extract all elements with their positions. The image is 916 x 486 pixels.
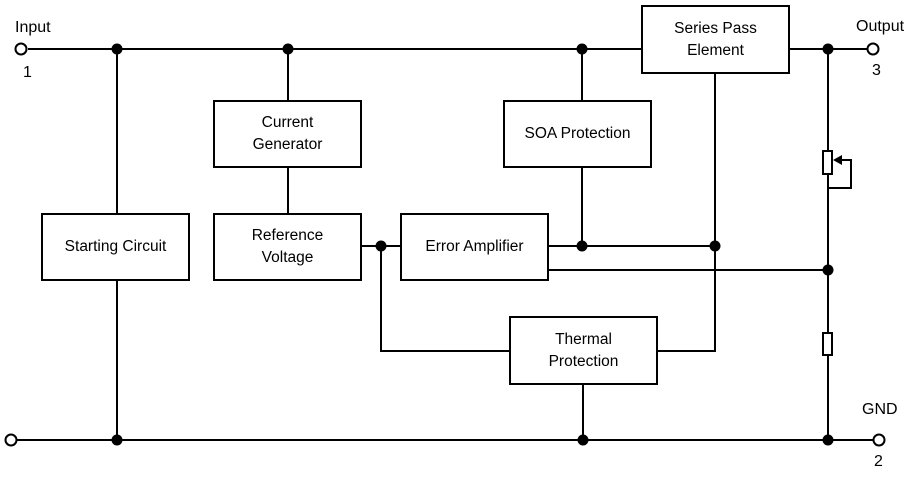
wire-wiper-vertical bbox=[850, 159, 852, 189]
junction-dot bbox=[111, 43, 123, 55]
potentiometer-symbol bbox=[822, 150, 833, 175]
input-terminal bbox=[14, 42, 28, 56]
output-terminal bbox=[866, 42, 880, 56]
wire-output-rail-upper bbox=[827, 48, 829, 151]
wire-wiper-return bbox=[828, 187, 852, 189]
block-starting-circuit: Starting Circuit bbox=[41, 213, 190, 281]
block-label: Reference Voltage bbox=[251, 227, 324, 266]
wire-thermal-right-link bbox=[656, 350, 716, 352]
ground-pin-number: 2 bbox=[874, 453, 883, 470]
wire-output-rail-middle bbox=[827, 173, 829, 333]
junction-dot bbox=[375, 240, 387, 252]
block-thermal-protection: Thermal Protection bbox=[509, 316, 658, 385]
wire-feedback-line bbox=[549, 269, 829, 271]
junction-dot bbox=[709, 240, 721, 252]
wire-output-rail-lower bbox=[827, 355, 829, 440]
wire-current-generator-reference bbox=[287, 167, 289, 214]
wire-series-pass-down bbox=[714, 73, 716, 352]
block-series-pass-element: Series Pass Element bbox=[641, 5, 790, 74]
junction-dot bbox=[822, 264, 834, 276]
junction-dot bbox=[822, 43, 834, 55]
block-label: Starting Circuit bbox=[64, 238, 167, 255]
wire-thermal-left-link bbox=[380, 350, 510, 352]
wire-error-amp-output-node bbox=[549, 245, 716, 247]
block-label: Current Generator bbox=[252, 114, 323, 153]
input-label: Input bbox=[15, 19, 51, 36]
ground-terminal bbox=[872, 433, 886, 447]
block-error-amplifier: Error Amplifier bbox=[400, 213, 549, 281]
wire-bottom-rail bbox=[17, 439, 873, 441]
junction-dot bbox=[576, 43, 588, 55]
block-label: Error Amplifier bbox=[425, 238, 524, 255]
output-label: Output bbox=[856, 18, 905, 35]
wire-current-generator-top bbox=[287, 48, 289, 101]
junction-dot bbox=[111, 434, 123, 446]
ground-label: GND bbox=[862, 401, 898, 418]
junction-dot bbox=[282, 43, 294, 55]
wire-starting-circuit-bottom bbox=[116, 280, 118, 440]
bottom-left-terminal bbox=[4, 433, 18, 447]
block-label: Series Pass Element bbox=[674, 19, 757, 59]
wire-top-rail-left bbox=[28, 48, 643, 50]
block-reference-voltage: Reference Voltage bbox=[213, 213, 362, 281]
wiper-arrow-icon bbox=[833, 155, 842, 165]
wire-soa-top bbox=[581, 48, 583, 101]
block-soa-protection: SOA Protection bbox=[503, 100, 652, 168]
input-pin-number: 1 bbox=[23, 64, 32, 81]
resistor-symbol bbox=[822, 332, 833, 356]
block-label: SOA Protection bbox=[524, 125, 631, 142]
junction-dot bbox=[822, 434, 834, 446]
wire-wiper-horizontal bbox=[840, 159, 852, 161]
output-pin-number: 3 bbox=[872, 62, 881, 79]
block-label: Thermal Protection bbox=[548, 330, 619, 370]
wire-starting-circuit-top bbox=[116, 48, 118, 214]
junction-dot bbox=[577, 434, 589, 446]
wire-reference-thermal-vertical bbox=[380, 245, 382, 352]
block-current-generator: Current Generator bbox=[213, 100, 362, 168]
wire-thermal-to-ground bbox=[582, 384, 584, 440]
junction-dot bbox=[576, 240, 588, 252]
wire-soa-error-node bbox=[581, 167, 583, 247]
